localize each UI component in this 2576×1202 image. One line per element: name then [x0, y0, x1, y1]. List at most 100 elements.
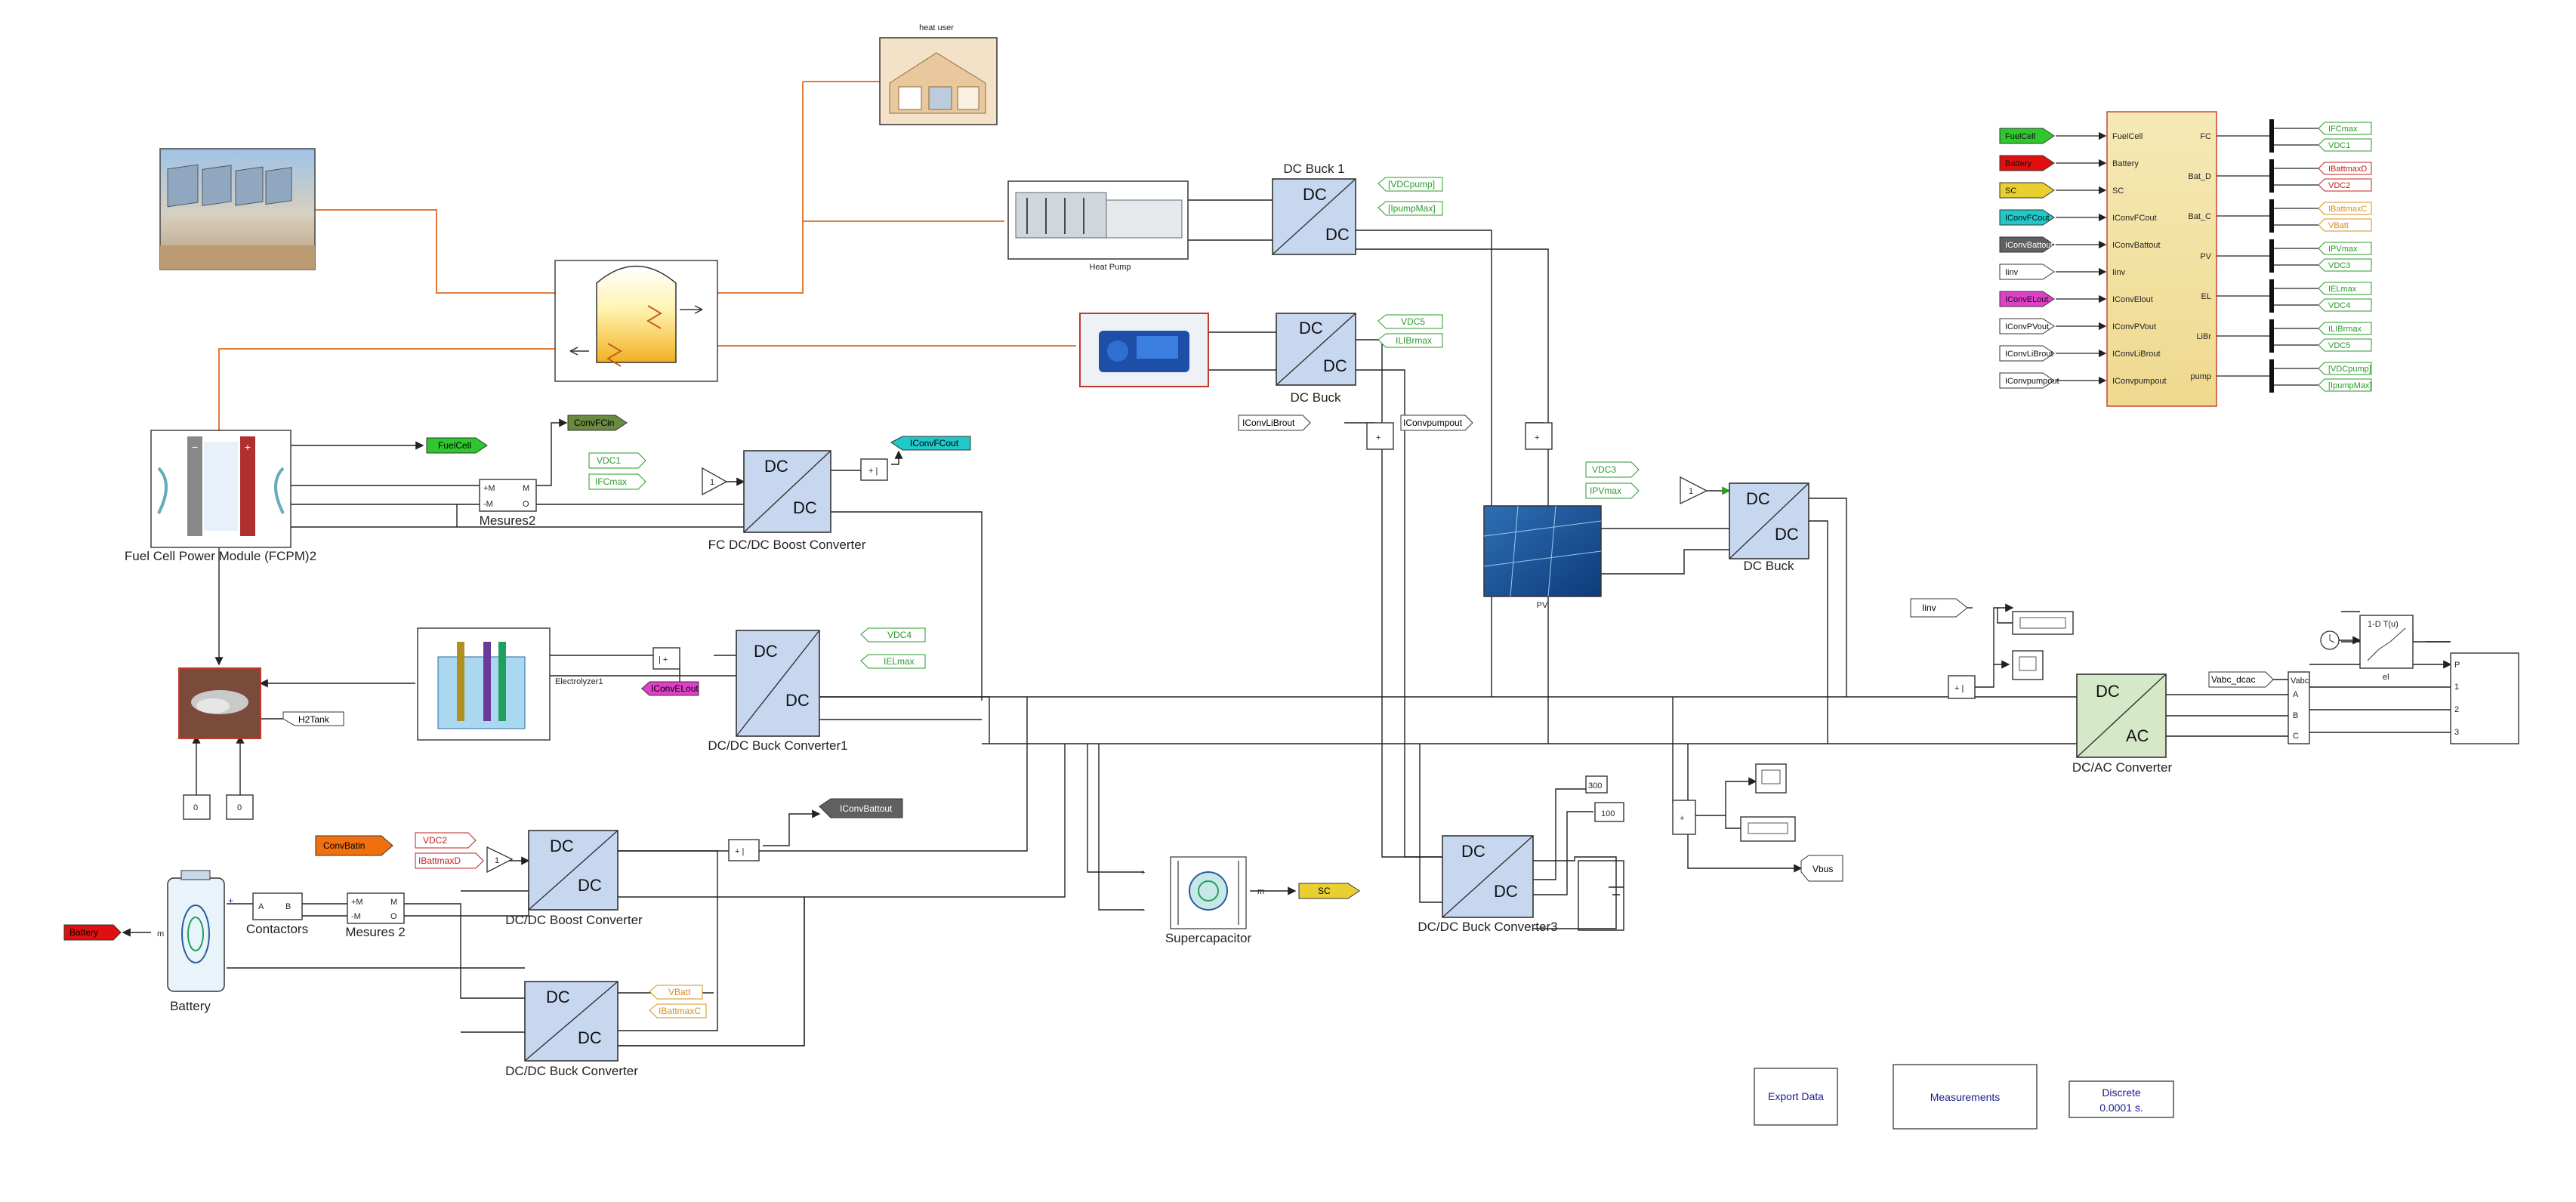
- tag-iconvfcout: IConvFCout: [910, 438, 959, 448]
- sum-blocks: + | | + + | + + + + |: [652, 422, 1976, 861]
- tag-vdc1: VDC1: [597, 455, 621, 466]
- controller-output-tag-3-0: [2318, 242, 2372, 255]
- mesures-2-block[interactable]: +M -M M O Mesures 2: [345, 892, 406, 939]
- gain-block-pv[interactable]: 1: [1680, 476, 1708, 505]
- electrical-wires: [192, 199, 2452, 1046]
- controller-output-tag-text-0-0: IFCmax: [2328, 125, 2358, 134]
- powergui-discrete-block[interactable]: Discrete 0.0001 s.: [2069, 1080, 2174, 1118]
- mesures2-block[interactable]: +M -M M O Mesures2: [479, 479, 537, 528]
- svg-text:+: +: [228, 895, 233, 906]
- svg-text:+ |: + |: [735, 847, 744, 856]
- controller-output-tag-0-1: [2318, 138, 2372, 152]
- controller-outputs: FCIFCmaxVDC1Bat_DIBattmaxDVDC2Bat_CIBatt…: [2188, 119, 2372, 393]
- dc-dc-buck-converter-3[interactable]: DC DC DC/DC Buck Converter3: [1418, 835, 1558, 934]
- dc-ac-converter[interactable]: DC AC DC/AC Converter: [2072, 673, 2173, 775]
- controller-output-tag-text-5-1: VDC5: [2328, 341, 2350, 350]
- fuel-cell-module[interactable]: − + Fuel Cell Power Module (FCPM)2: [125, 430, 316, 563]
- controller-output-tag-text-2-0: IBattmaxC: [2328, 205, 2367, 214]
- lookup-table-block[interactable]: 1-D T(u) el: [2359, 615, 2414, 682]
- svg-text:0: 0: [237, 803, 242, 812]
- controller-input-tag-2: [1999, 182, 2055, 199]
- export-data-button[interactable]: Export Data: [1754, 1068, 1838, 1126]
- controller-input-3: IConvFCout: [2112, 214, 2157, 223]
- gain-block-bat[interactable]: 1: [486, 846, 514, 874]
- svg-text:DC: DC: [578, 876, 602, 895]
- controller-input-4: IConvBattout: [2112, 241, 2161, 250]
- controller-output-tag-text-4-1: VDC4: [2328, 301, 2350, 310]
- tag-vdcpump: [VDCpump]: [1388, 179, 1435, 190]
- tag-iconvelout: IConvELout: [651, 683, 699, 694]
- heat-pump-picture: Heat Pump: [1007, 180, 1189, 272]
- svg-text:100: 100: [1601, 809, 1615, 818]
- dc-dc-buck-converter-1[interactable]: DC DC DC/DC Buck Converter1: [708, 630, 848, 753]
- contactors-block[interactable]: A B Contactors: [246, 892, 308, 936]
- dc-dc-boost-converter[interactable]: DC DC DC/DC Boost Converter: [505, 830, 643, 927]
- tag-vbus: Vbus: [1812, 864, 1833, 874]
- clock-block[interactable]: [2320, 630, 2362, 650]
- dc-source-circuit: [1578, 860, 1624, 931]
- heat-user-label: heat user: [919, 23, 954, 32]
- thermal-storage-tank[interactable]: [554, 260, 718, 382]
- tag-convfcin: ConvFCin: [574, 418, 614, 428]
- svg-text:+: +: [1140, 868, 1145, 877]
- tag-iinv: Iinv: [1922, 603, 1936, 613]
- constant-100[interactable]: 100: [1594, 802, 1624, 822]
- controller-output-4: EL: [2201, 292, 2211, 301]
- svg-text:1: 1: [710, 478, 714, 487]
- vi-measurement-block[interactable]: Vabc A B C: [2288, 671, 2310, 744]
- absorption-chiller-picture: [1079, 313, 1209, 387]
- buck-conv-label: DC/DC Buck Converter: [505, 1064, 638, 1078]
- svg-text:−: −: [1140, 906, 1145, 915]
- demux-bar-3: [2269, 239, 2274, 273]
- ac-load-block[interactable]: P 1 2 3: [2450, 652, 2519, 744]
- constant-zero-2[interactable]: 0: [226, 794, 254, 820]
- svg-text:0.0001 s.: 0.0001 s.: [2099, 1102, 2143, 1114]
- pv-panel[interactable]: PV: [1483, 505, 1602, 610]
- dc-buck-1[interactable]: DC DC DC Buck 1: [1272, 162, 1356, 255]
- controller-output-tag-5-0: [2318, 322, 2372, 335]
- svg-text:Vabc: Vabc: [2291, 677, 2309, 686]
- energy-management-controller[interactable]: FuelCellFuelCellBatteryBatterySCSCIConvF…: [1999, 111, 2372, 407]
- svg-text:0: 0: [193, 803, 198, 812]
- tag-convbatin: ConvBatin: [323, 840, 365, 851]
- controller-input-8: IConvLiBrout: [2112, 350, 2161, 359]
- controller-output-2: Bat_C: [2188, 212, 2211, 221]
- supercap-m-port: m: [1257, 887, 1264, 896]
- gain-block-fc[interactable]: 1: [702, 467, 728, 496]
- svg-text:1: 1: [2454, 683, 2459, 692]
- demux-bar-5: [2269, 319, 2274, 353]
- controller-input-2: SC: [2112, 186, 2124, 196]
- controller-input-tag-text-0: FuelCell: [2005, 132, 2035, 141]
- h2-tank[interactable]: [178, 667, 261, 739]
- tag-vdc3: VDC3: [1592, 464, 1616, 475]
- svg-text:+ |: + |: [868, 467, 878, 476]
- controller-output-tag-2-1: [2318, 218, 2372, 232]
- buck-conv1-label: DC/DC Buck Converter1: [708, 738, 847, 753]
- controller-input-6: IConvElout: [2112, 295, 2153, 304]
- svg-text:Export Data: Export Data: [1768, 1090, 1824, 1102]
- controller-output-tag-text-6-1: [IpumpMax]: [2328, 381, 2371, 390]
- supercapacitor[interactable]: + − m Supercapacitor: [1140, 856, 1264, 945]
- battery-label: Battery: [170, 999, 211, 1013]
- svg-text:DC: DC: [764, 457, 788, 476]
- controller-output-tag-4-0: [2318, 282, 2372, 295]
- controller-output-tag-5-1: [2318, 338, 2372, 352]
- controller-input-1: Battery: [2112, 159, 2139, 168]
- controller-output-tag-0-0: [2318, 122, 2372, 135]
- demux-bar-6: [2269, 359, 2274, 393]
- measurements-button[interactable]: Measurements: [1893, 1064, 2038, 1130]
- svg-text:DC: DC: [1494, 882, 1518, 901]
- fc-boost-converter[interactable]: DC DC FC DC/DC Boost Converter: [708, 450, 866, 552]
- dc-dc-buck-converter[interactable]: DC DC DC/DC Buck Converter: [505, 981, 638, 1078]
- controller-inputs: FuelCellFuelCellBatteryBatterySCSCIConvF…: [1999, 128, 2167, 389]
- svg-text:1-D T(u): 1-D T(u): [2368, 620, 2399, 629]
- dc-buck-1-label: DC Buck 1: [1283, 162, 1344, 176]
- electrolyzer[interactable]: Electrolyzer1: [417, 627, 603, 741]
- battery-block[interactable]: + Battery m: [157, 870, 233, 1013]
- dc-buck-2[interactable]: DC DC DC Buck: [1276, 313, 1356, 405]
- constant-zero-1[interactable]: 0: [183, 794, 211, 820]
- constant-300[interactable]: 300: [1585, 775, 1608, 794]
- controller-input-tag-text-8: IConvLiBrout: [2005, 350, 2053, 359]
- pv-dc-buck[interactable]: DC DC DC Buck: [1729, 482, 1809, 573]
